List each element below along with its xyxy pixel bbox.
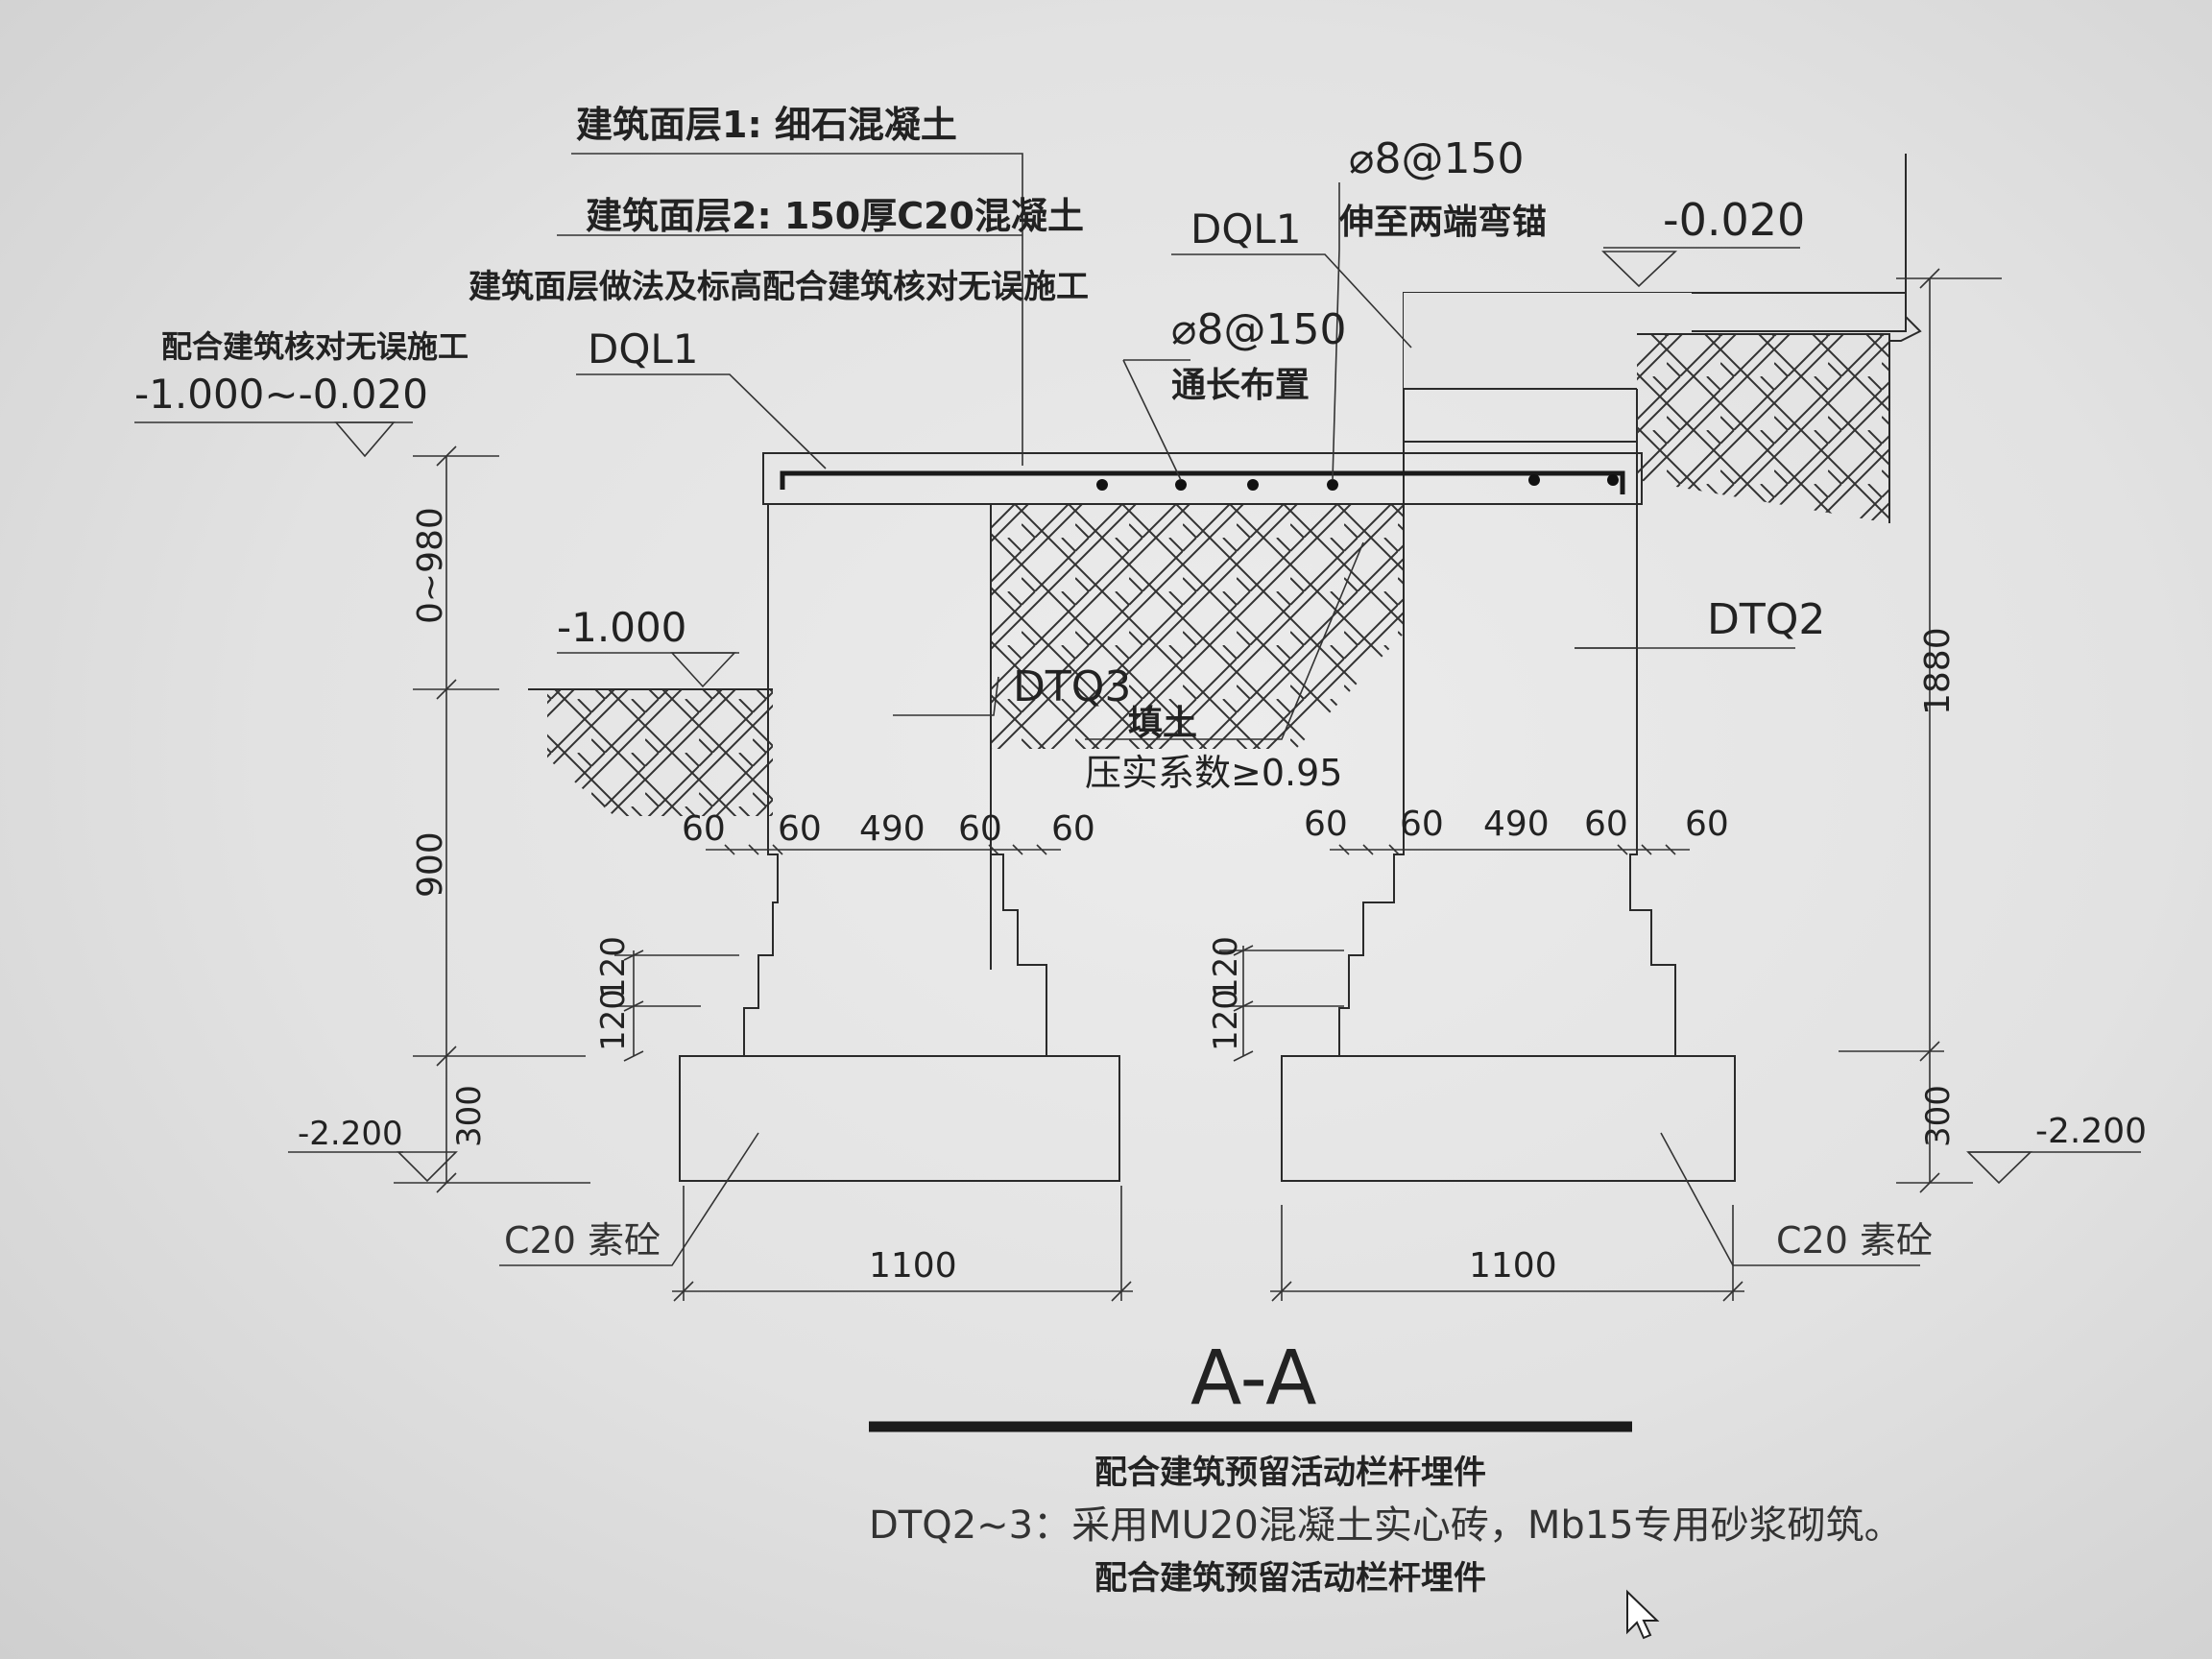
label-fill: 填土 [1128, 704, 1197, 743]
elev-right-top: -0.020 [1663, 194, 1805, 246]
label-dql1-right: DQL1 [1190, 205, 1302, 252]
dim-left-120b: 120 [594, 989, 633, 1051]
dim-r-60c: 60 [1584, 805, 1628, 844]
label-coord-note: 配合建筑核对无误施工 [161, 328, 469, 365]
label-layer2: 建筑面层2: 150厚C20混凝土 [586, 195, 1084, 237]
dimension-top-strings [706, 844, 1690, 855]
dim-left-980: 0~980 [411, 507, 450, 624]
elev-bottom-right: -2.200 [2035, 1112, 2147, 1151]
elev-left-top: -1.000~-0.020 [134, 371, 428, 418]
label-rebar-top: ⌀8@150 [1349, 134, 1524, 183]
soil-left [547, 689, 773, 816]
fill-soil [991, 504, 1404, 749]
dim-l-60d: 60 [1051, 809, 1095, 849]
label-rebar-top-note: 伸至两端弯锚 [1338, 202, 1547, 242]
elev-bottom-left: -2.200 [298, 1115, 403, 1153]
section-title: A-A [1190, 1335, 1316, 1422]
dim-mid-120b: 120 [1207, 989, 1245, 1051]
dim-l-60b: 60 [778, 809, 822, 849]
label-rebar-mid: ⌀8@150 [1171, 305, 1346, 354]
caption-line1: 配合建筑预留活动栏杆埋件 [1094, 1454, 1486, 1492]
dim-right-300: 300 [1919, 1085, 1958, 1147]
dim-left-300: 300 [450, 1085, 489, 1147]
label-layer-note: 建筑面层做法及标高配合建筑核对无误施工 [469, 268, 1089, 306]
dim-l-490: 490 [859, 809, 926, 849]
dim-mid-120a: 120 [1207, 936, 1245, 998]
dim-right-1880: 1880 [1918, 627, 1958, 715]
dim-r-490: 490 [1483, 805, 1550, 844]
dim-l-60a: 60 [682, 809, 726, 849]
elevation-markers [134, 247, 2141, 1185]
dim-r-60d: 60 [1685, 805, 1729, 844]
label-c20-right: C20 素砼 [1776, 1219, 1933, 1262]
mouse-cursor-icon [1626, 1589, 1660, 1640]
soil-right [1637, 334, 1889, 523]
dim-r-60b: 60 [1400, 805, 1444, 844]
label-compaction: 压实系数≥0.95 [1085, 752, 1342, 794]
footing-left [679, 1055, 1120, 1182]
dimension-right [1219, 268, 2002, 1193]
dim-width-right: 1100 [1469, 1246, 1557, 1286]
label-layer1: 建筑面层1: 细石混凝土 [576, 104, 957, 146]
elev-left-mid: -1.000 [557, 604, 686, 651]
dim-left-120a: 120 [594, 936, 633, 998]
footing-right [1281, 1055, 1736, 1182]
slab-dql1 [762, 452, 1643, 505]
caption-line3: 配合建筑预留活动栏杆埋件 [1094, 1559, 1486, 1598]
label-dtq2: DTQ2 [1707, 595, 1825, 644]
caption-line2: DTQ2~3：采用MU20混凝土实心砖，Mb15专用砂浆砌筑。 [869, 1503, 1903, 1548]
leader-lines [499, 153, 1920, 1266]
dimension-left [394, 445, 739, 1193]
label-dtq3: DTQ3 [1013, 662, 1131, 711]
dimension-widths [672, 1186, 1744, 1302]
label-c20-left: C20 素砼 [504, 1219, 661, 1262]
label-rebar-mid-note: 通长布置 [1171, 366, 1310, 405]
dim-left-900: 900 [411, 831, 450, 898]
dim-r-60a: 60 [1304, 805, 1348, 844]
dim-l-60c: 60 [958, 809, 1002, 849]
dim-width-left: 1100 [869, 1246, 957, 1286]
label-dql1-left: DQL1 [588, 325, 699, 373]
